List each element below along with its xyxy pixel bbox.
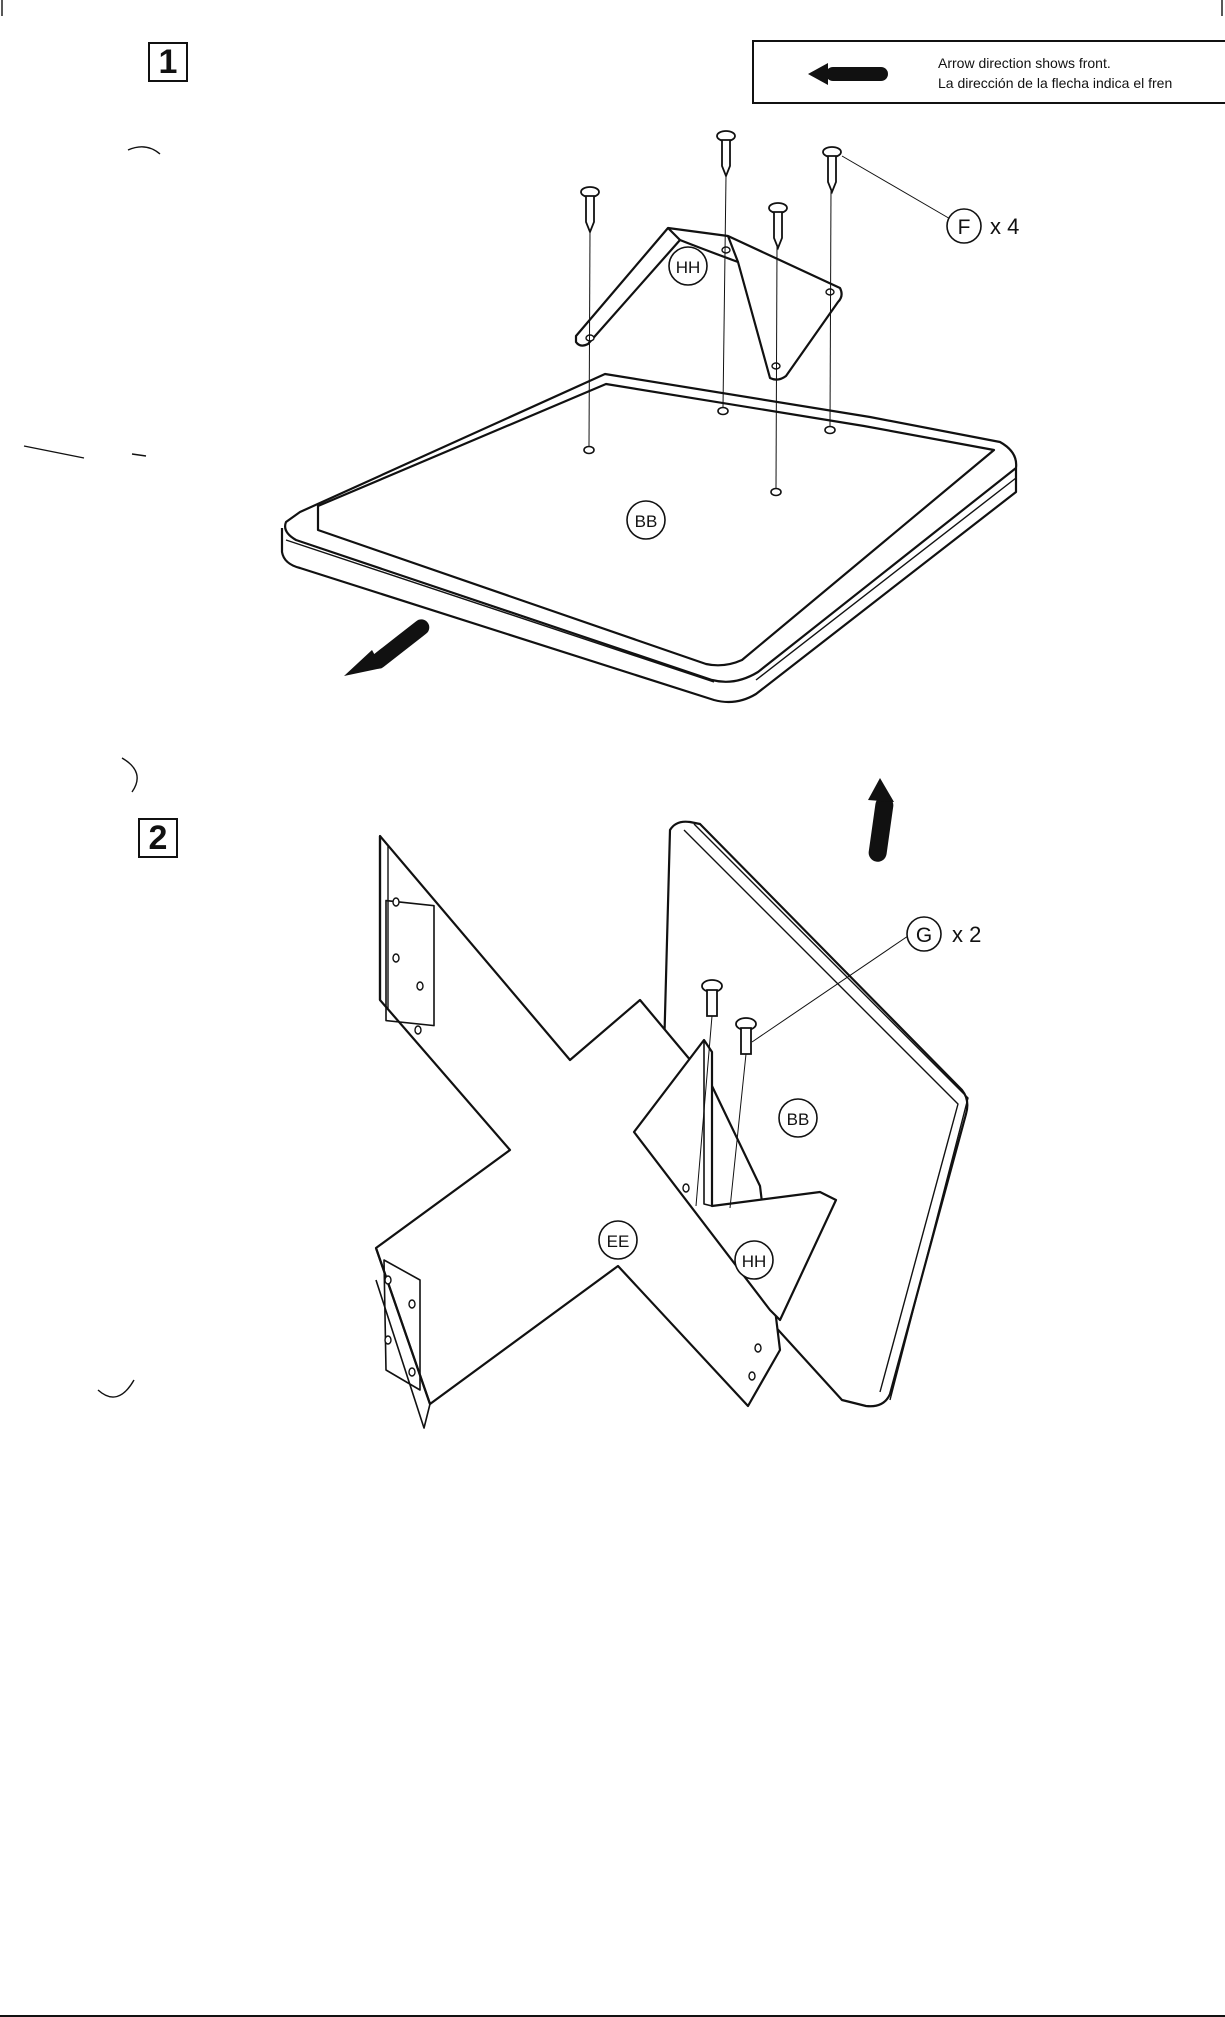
part-label-hh-2: HH bbox=[742, 1252, 767, 1271]
step-1-diagram: F HH BB bbox=[0, 0, 1225, 720]
part-label-bb-2: BB bbox=[787, 1110, 810, 1129]
step-2-diagram: G BB HH EE bbox=[0, 700, 1225, 1460]
part-label-ee: EE bbox=[607, 1232, 630, 1251]
front-arrow-icon-1 bbox=[344, 616, 433, 676]
part-label-hh-1: HH bbox=[676, 258, 701, 277]
front-arrow-icon-2 bbox=[867, 778, 894, 863]
bracket-hh bbox=[576, 228, 842, 380]
part-g-qty: x 2 bbox=[952, 922, 981, 948]
part-label-f: F bbox=[958, 216, 971, 239]
screw-icon bbox=[581, 131, 841, 248]
part-label-bb-1: BB bbox=[635, 512, 658, 531]
part-label-g: G bbox=[916, 924, 932, 947]
part-f-qty: x 4 bbox=[990, 214, 1019, 240]
